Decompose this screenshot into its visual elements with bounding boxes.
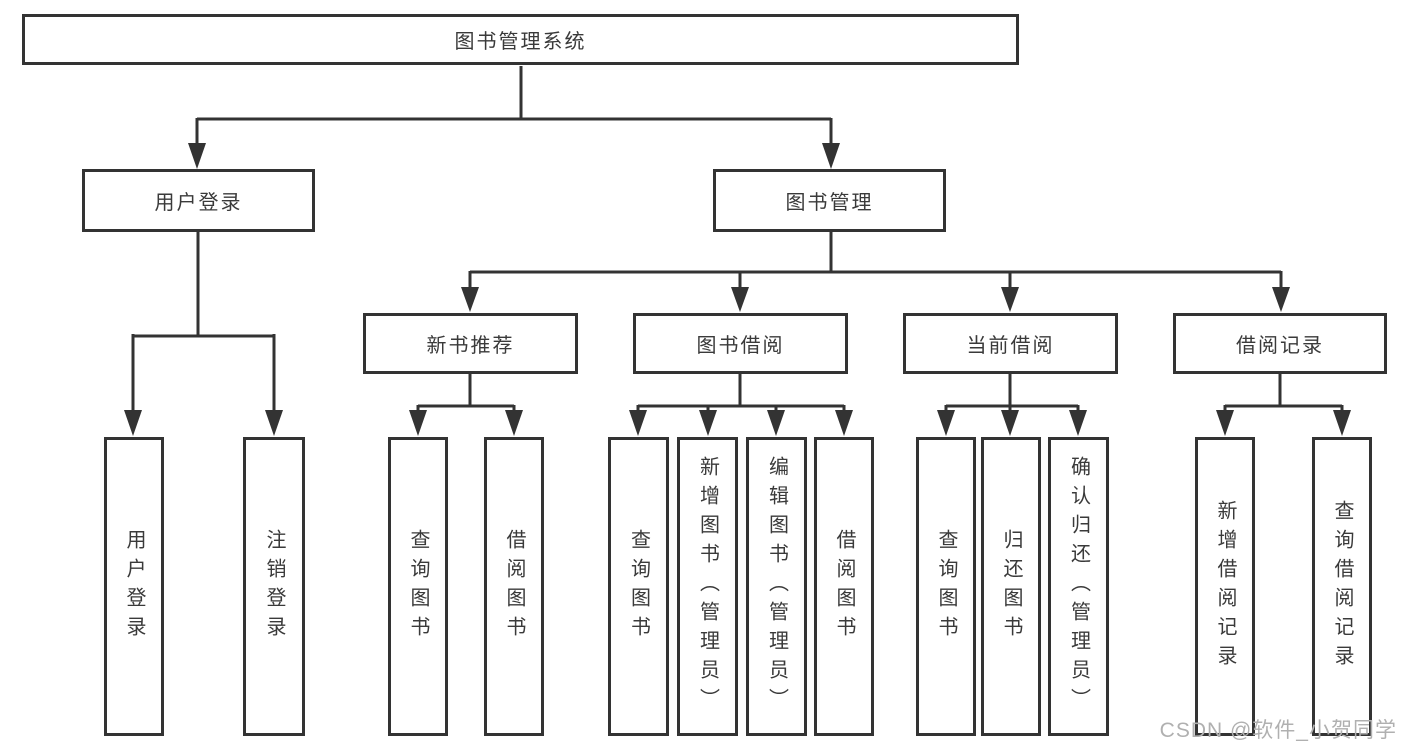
node-root-library-system: 图书管理系统 [22, 14, 1019, 65]
leaf-borrow-add-books-admin-label: 新增图书（管理员） [696, 456, 719, 717]
node-new-book-recommend: 新书推荐 [363, 313, 578, 374]
leaf-current-query-books: 查询图书 [916, 437, 976, 736]
leaf-records-query-borrow-record: 查询借阅记录 [1312, 437, 1372, 736]
leaf-current-confirm-return-admin: 确认归还（管理员） [1048, 437, 1109, 736]
leaf-current-query-books-label: 查询图书 [935, 528, 957, 645]
leaf-borrow-edit-books-admin: 编辑图书（管理员） [746, 437, 807, 736]
leaf-borrow-query-books-label: 查询图书 [627, 528, 650, 645]
leaf-records-query-borrow-record-label: 查询借阅记录 [1331, 499, 1353, 674]
leaf-newbook-borrow-books: 借阅图书 [484, 437, 544, 736]
leaf-newbook-borrow-books-label: 借阅图书 [503, 528, 525, 645]
node-current-borrow: 当前借阅 [903, 313, 1118, 374]
leaf-borrow-borrow-books-label: 借阅图书 [833, 528, 855, 645]
leaf-user-login-label: 用户登录 [123, 528, 145, 645]
node-borrow-records: 借阅记录 [1173, 313, 1387, 374]
leaf-newbook-query-books-label: 查询图书 [407, 528, 429, 645]
leaf-borrow-edit-books-admin-label: 编辑图书（管理员） [765, 456, 788, 717]
leaf-current-return-books: 归还图书 [981, 437, 1041, 736]
leaf-records-add-borrow-record: 新增借阅记录 [1195, 437, 1255, 736]
leaf-records-add-borrow-record-label: 新增借阅记录 [1214, 499, 1236, 674]
node-user-login-group: 用户登录 [82, 169, 315, 232]
leaf-current-return-books-label: 归还图书 [1000, 528, 1022, 645]
node-book-borrow: 图书借阅 [633, 313, 848, 374]
leaf-user-login: 用户登录 [104, 437, 164, 736]
leaf-borrow-query-books: 查询图书 [608, 437, 669, 736]
leaf-borrow-add-books-admin: 新增图书（管理员） [677, 437, 738, 736]
leaf-newbook-query-books: 查询图书 [388, 437, 448, 736]
node-book-management: 图书管理 [713, 169, 946, 232]
leaf-borrow-borrow-books: 借阅图书 [814, 437, 874, 736]
leaf-logout-label: 注销登录 [263, 528, 285, 645]
leaf-current-confirm-return-admin-label: 确认归还（管理员） [1067, 456, 1090, 717]
leaf-logout: 注销登录 [243, 437, 305, 736]
csdn-watermark: CSDN @软件_小贺同学 [1159, 719, 1397, 742]
